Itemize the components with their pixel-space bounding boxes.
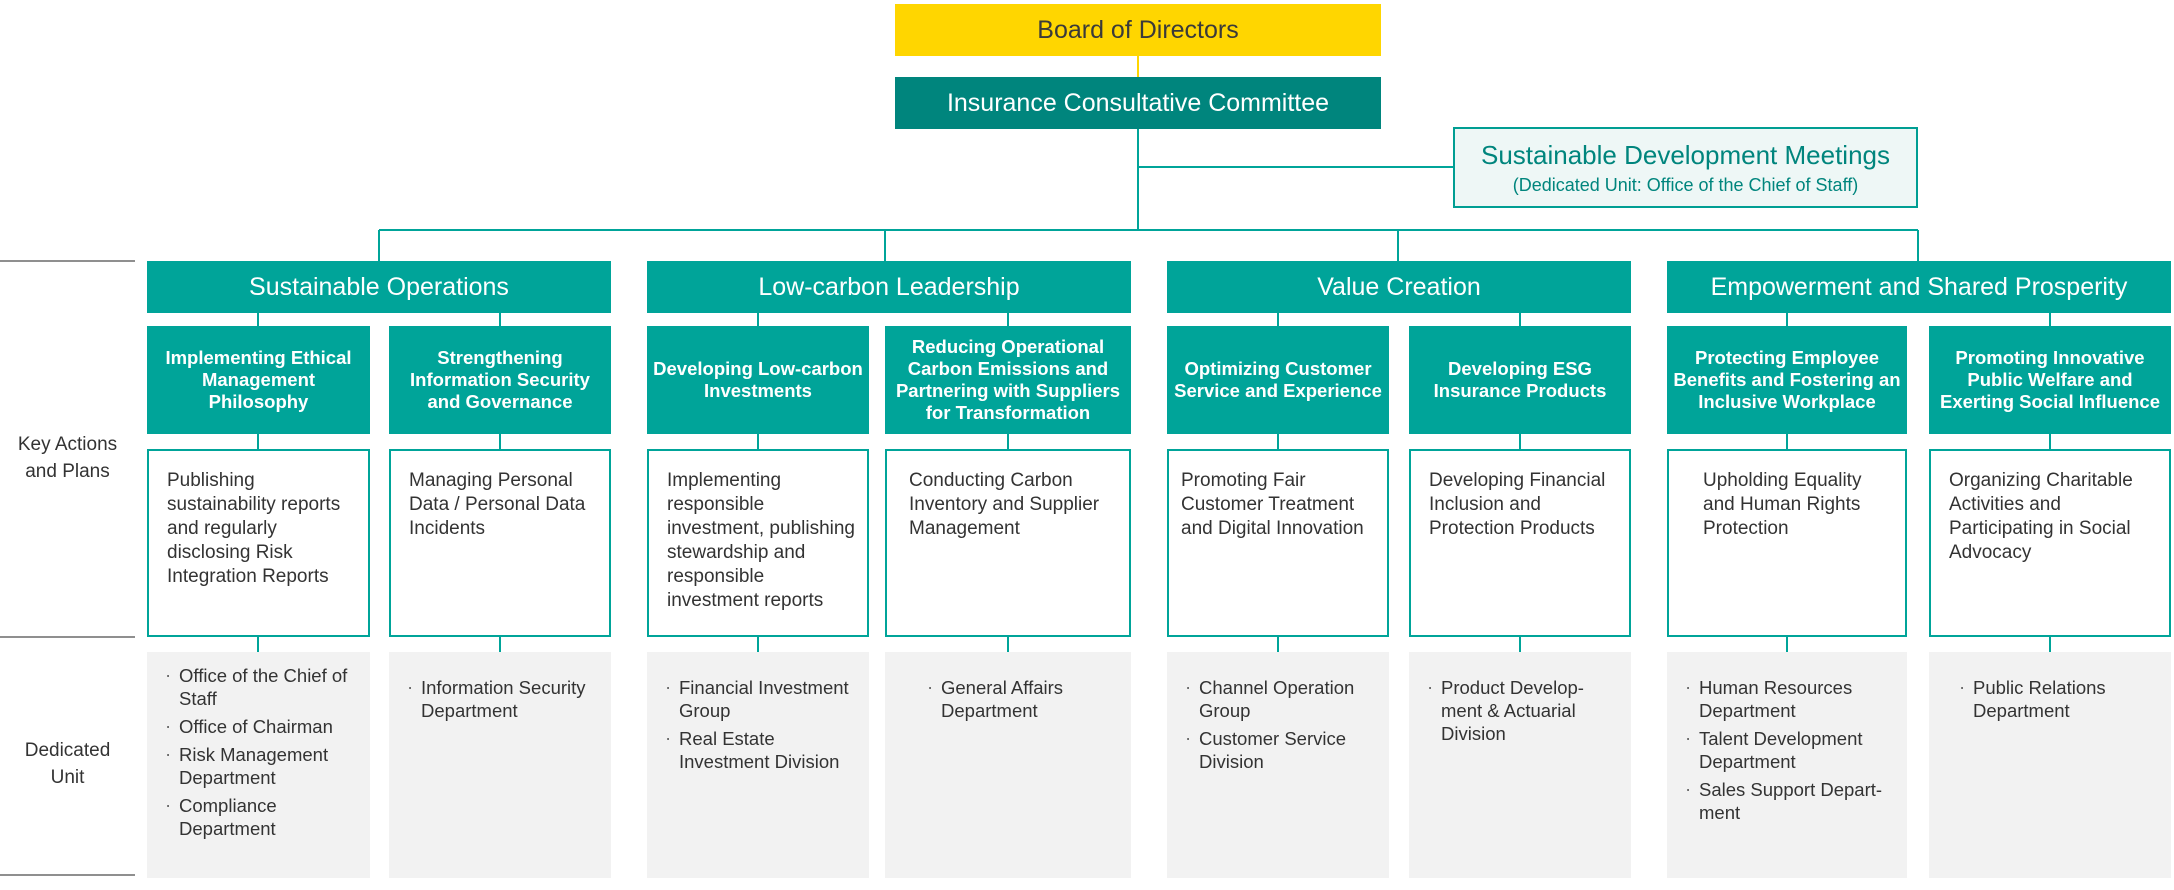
- plan-sustainability-reports: Publishing sustainability reports and re…: [147, 449, 370, 637]
- sdm-subtitle: (Dedicated Unit: Office of the Chief of …: [1512, 174, 1859, 195]
- unit-list: Public Relations Department: [1929, 652, 2171, 878]
- sustainable-development-meetings-box: Sustainable Development Meetings (Dedica…: [1453, 127, 1918, 208]
- action-reducing-carbon-emissions: Reducing Operational Carbon Emissions an…: [885, 326, 1131, 434]
- pillar-value-creation: Value Creation: [1167, 261, 1631, 313]
- unit-list: Office of the Chief of Staff Office of C…: [147, 652, 370, 878]
- unit-item: Human Resources Department: [1685, 675, 1901, 722]
- sdm-title: Sustainable Development Meetings: [1480, 139, 1891, 170]
- pillar-low-carbon-leadership: Low-carbon Leadership: [647, 261, 1131, 313]
- unit-item: Office of the Chief of Staff: [165, 663, 364, 710]
- action-esg-insurance-products: Developing ESG Insurance Products: [1409, 326, 1631, 434]
- action-customer-service: Optimizing Customer Service and Experien…: [1167, 326, 1389, 434]
- unit-item: Sales Support Depart-ment: [1685, 777, 1901, 824]
- unit-list: General Affairs Department: [885, 652, 1131, 878]
- unit-item: Channel Operation Group: [1185, 675, 1383, 722]
- key-actions-label: Key Actions and Plans: [17, 434, 118, 482]
- board-of-directors-box: Board of Directors: [895, 4, 1381, 56]
- plan-carbon-inventory: Conducting Carbon Inventory and Supplier…: [885, 449, 1131, 637]
- unit-item: Real Estate Investment Division: [665, 726, 863, 773]
- unit-item: Talent Development Department: [1685, 726, 1901, 773]
- unit-item: General Affairs Department: [927, 675, 1125, 722]
- unit-item: Office of Chairman: [165, 714, 364, 738]
- pillar-empowerment-shared-prosperity: Empowerment and Shared Prosperity: [1667, 261, 2171, 313]
- unit-list: Information Security Department: [389, 652, 611, 878]
- unit-list: Financial Investment Group Real Estate I…: [647, 652, 869, 878]
- unit-item: Compliance Department: [165, 793, 364, 840]
- unit-list: Human Resources Department Talent Develo…: [1667, 652, 1907, 878]
- plan-responsible-investment: Implementing responsible investment, pub…: [647, 449, 869, 637]
- action-information-security: Strengthening Information Security and G…: [389, 326, 611, 434]
- unit-item: Customer Service Division: [1185, 726, 1383, 773]
- plan-charitable-activities: Organizing Charitable Activities and Par…: [1929, 449, 2171, 637]
- action-ethical-management: Implementing Ethical Management Philosop…: [147, 326, 370, 434]
- plan-fair-customer-treatment: Promoting Fair Customer Treatment and Di…: [1167, 449, 1389, 637]
- plan-equality-human-rights: Upholding Equality and Human Rights Prot…: [1667, 449, 1907, 637]
- dedicated-unit-label: Dedicated Unit: [24, 740, 111, 788]
- unit-list: Channel Operation Group Customer Service…: [1167, 652, 1389, 878]
- unit-item: Public Relations Department: [1959, 675, 2165, 722]
- unit-item: Product Develop-ment & Actuarial Divisio…: [1427, 675, 1625, 745]
- action-public-welfare: Promoting Innovative Public Welfare and …: [1929, 326, 2171, 434]
- insurance-committee-box: Insurance Consultative Committee: [895, 77, 1381, 129]
- action-employee-benefits: Protecting Employee Benefits and Fosteri…: [1667, 326, 1907, 434]
- unit-item: Risk Management Department: [165, 742, 364, 789]
- unit-list: Product Develop-ment & Actuarial Divisio…: [1409, 652, 1631, 878]
- unit-item: Information Security Department: [407, 675, 605, 722]
- unit-item: Financial Investment Group: [665, 675, 863, 722]
- action-low-carbon-investments: Developing Low-carbon Investments: [647, 326, 869, 434]
- plan-financial-inclusion: Developing Financial Inclusion and Prote…: [1409, 449, 1631, 637]
- pillar-sustainable-operations: Sustainable Operations: [147, 261, 611, 313]
- plan-personal-data: Managing Personal Data / Personal Data I…: [389, 449, 611, 637]
